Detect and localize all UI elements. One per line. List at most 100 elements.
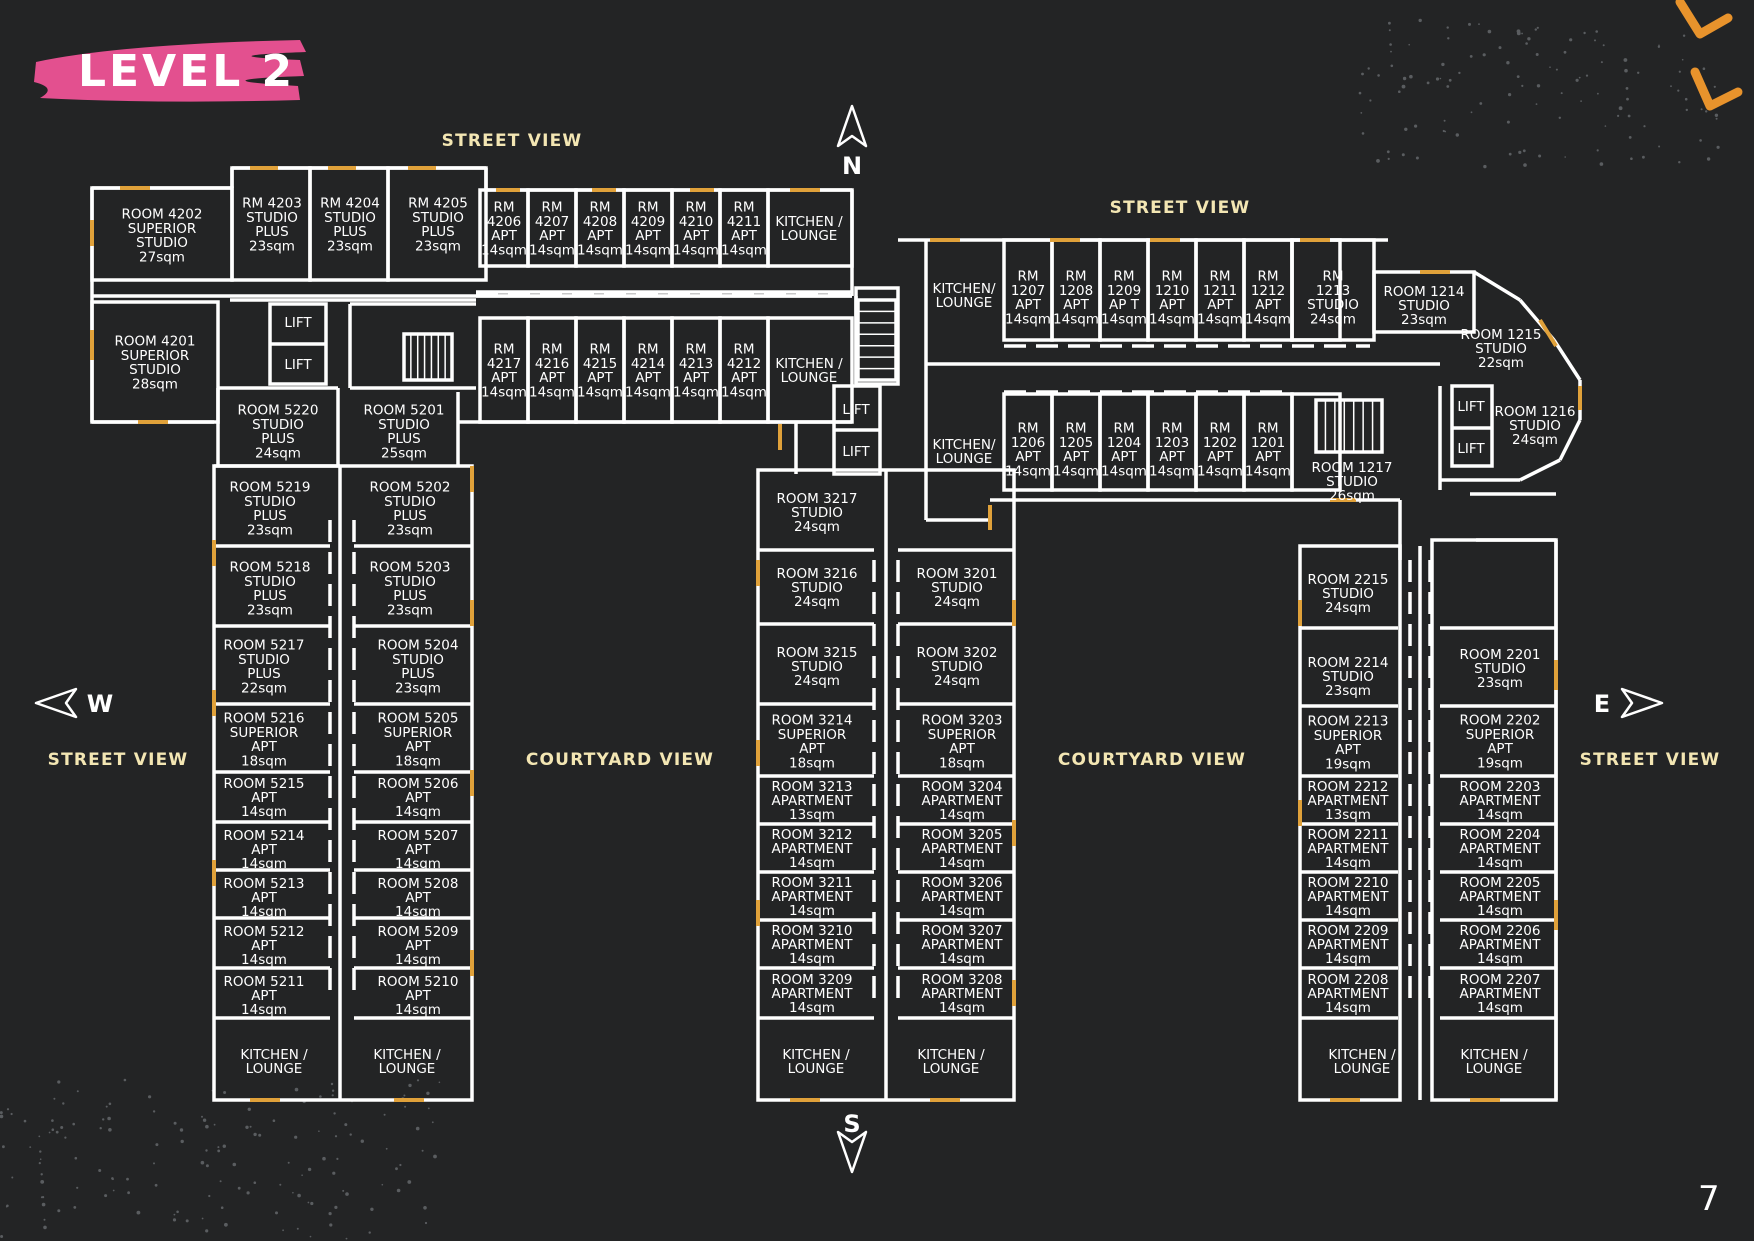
room-label-line: ROOM 2205 xyxy=(1460,875,1541,891)
room-label-line: APT xyxy=(587,228,613,244)
room-label-line: LIFT xyxy=(284,357,312,373)
room-label-line: ROOM 5216 xyxy=(224,711,305,727)
room-label-line: LIFT xyxy=(842,402,870,418)
dot xyxy=(307,1167,312,1172)
dot xyxy=(1596,149,1599,152)
dot xyxy=(11,1176,14,1179)
dot xyxy=(1469,55,1473,58)
dot xyxy=(1637,71,1640,75)
room-label-line: ROOM 3208 xyxy=(922,972,1003,988)
room-label-line: ROOM 3206 xyxy=(922,875,1003,891)
room-label-line: 14sqm xyxy=(1149,311,1195,327)
room-label-line: APT xyxy=(405,988,431,1004)
dot xyxy=(282,1229,284,1232)
dot xyxy=(275,1211,278,1215)
dot xyxy=(1558,116,1562,120)
dot xyxy=(330,1082,334,1086)
room-label-line: ROOM 5220 xyxy=(238,403,319,419)
dot xyxy=(1408,43,1410,46)
dot xyxy=(319,1095,322,1098)
dot xyxy=(1677,89,1680,92)
dot xyxy=(1518,150,1522,154)
room-label-line: KITCHEN/ xyxy=(932,437,995,453)
room-label-line: APT xyxy=(731,228,757,244)
wall xyxy=(1552,339,1582,381)
dot xyxy=(0,1111,3,1115)
dot xyxy=(415,1126,420,1131)
room-label-line: LIFT xyxy=(1457,441,1485,457)
room-label-line: 14sqm xyxy=(789,1000,835,1016)
room-label-line: 18sqm xyxy=(789,755,835,771)
room-label-line: APARTMENT xyxy=(772,841,854,857)
room-label-line: ROOM 5201 xyxy=(364,403,445,419)
dot xyxy=(1376,159,1380,163)
dot xyxy=(43,1225,47,1230)
dot xyxy=(148,1095,152,1099)
dot xyxy=(1575,78,1579,82)
room-label-line: STUDIO xyxy=(244,574,296,590)
room-label-line: RM xyxy=(733,200,754,216)
room-label-line: 4211 xyxy=(727,214,761,230)
room-label-line: STUDIO xyxy=(791,580,843,596)
dot xyxy=(220,1206,224,1209)
room-label-line: APT xyxy=(1255,297,1281,313)
room-label-line: RM xyxy=(733,342,754,358)
dot xyxy=(1602,44,1605,47)
room-label-line: 23sqm xyxy=(1477,675,1523,691)
room-label-line: AP T xyxy=(1109,297,1140,313)
room-label-line: 27sqm xyxy=(139,249,185,265)
room-outline xyxy=(856,298,898,382)
room-label-line: 24sqm xyxy=(794,519,840,535)
dot xyxy=(1715,117,1718,120)
dot xyxy=(1439,77,1442,80)
room-label-line: 1203 xyxy=(1155,435,1189,451)
room-label-line: 14sqm xyxy=(789,951,835,967)
dot xyxy=(1597,92,1599,95)
dot xyxy=(173,1121,177,1125)
room-label-line: 1201 xyxy=(1251,435,1285,451)
windows xyxy=(90,166,1582,1102)
room-label-line: ROOM 2206 xyxy=(1460,923,1541,939)
dot xyxy=(344,1123,348,1127)
dot xyxy=(41,1202,46,1207)
room-label-line: STUDIO xyxy=(791,659,843,675)
room-label-line: 13sqm xyxy=(1325,807,1371,823)
room-label-line: 1212 xyxy=(1251,283,1285,299)
dot xyxy=(1522,149,1526,153)
dot xyxy=(1388,29,1391,32)
room-label-line: 23sqm xyxy=(1401,312,1447,328)
dot xyxy=(108,1102,112,1106)
dot xyxy=(1681,58,1684,61)
dot xyxy=(1549,66,1551,68)
dot xyxy=(38,1135,41,1138)
room-label-line: 14sqm xyxy=(939,1000,985,1016)
dot xyxy=(40,1173,43,1176)
dot xyxy=(53,1097,56,1100)
room-label-line: APT xyxy=(635,370,661,386)
dot xyxy=(1628,136,1632,139)
room-label-kl-4a: KITCHEN /LOUNGE xyxy=(775,214,843,244)
room-label-line: ROOM 2204 xyxy=(1460,827,1541,843)
room-label-line: ROOM 3203 xyxy=(922,713,1003,729)
dot xyxy=(279,1183,282,1186)
dot xyxy=(43,1218,46,1221)
dot xyxy=(180,1139,184,1144)
room-label-line: 14sqm xyxy=(939,855,985,871)
dot xyxy=(408,1083,412,1088)
dot xyxy=(331,1094,334,1097)
dot xyxy=(76,1186,79,1189)
room-label-line: RM xyxy=(541,200,562,216)
room-label-line: 4206 xyxy=(487,214,521,230)
